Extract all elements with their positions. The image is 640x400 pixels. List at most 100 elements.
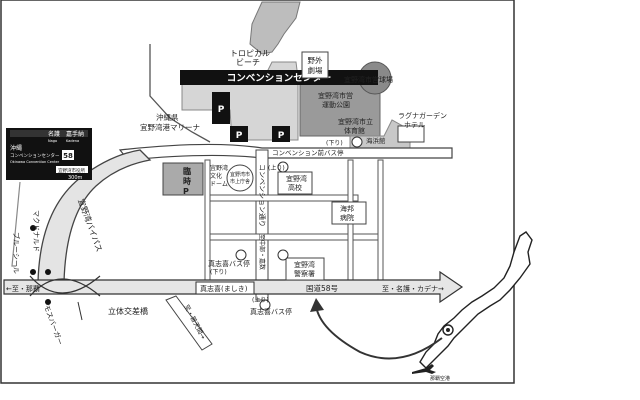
sign-pointer <box>11 181 21 267</box>
label-tropical-1: トロピカル <box>230 49 270 58</box>
label-conv-st-sub: 至中部・嘉数 <box>258 234 266 270</box>
interchange-pointer <box>77 301 83 321</box>
parking-1-label: P <box>218 105 225 115</box>
grid-road-v3 <box>377 159 384 283</box>
label-mashiki-up-dir: (上り) <box>252 296 269 304</box>
sign-left-en: Okinawa Convention Center <box>10 160 60 164</box>
police-box <box>285 257 325 281</box>
open-theater-label-1: 野外 <box>308 55 323 65</box>
label-to-naha: ←至・那覇 <box>6 285 40 293</box>
label-tropical-2: ビーチ <box>236 58 260 67</box>
label-culture-3: ドーム <box>210 181 228 188</box>
sign-top-2: 嘉手納 <box>66 130 84 138</box>
label-police-1: 宜野湾 <box>294 260 315 269</box>
label-culture-1: 宜野湾 <box>210 164 228 172</box>
parking-3 <box>272 126 290 142</box>
bus-stop-mashiki-up <box>259 299 271 311</box>
sign-top-1-en: Nago <box>48 139 57 143</box>
sign-route-badge <box>62 150 74 160</box>
label-police-2: 警察署 <box>294 269 315 278</box>
label-laguna-1: ラグナガーデン <box>398 111 447 120</box>
open-theater-box <box>301 51 329 79</box>
hospital-box <box>331 201 367 225</box>
label-kaihin: 海浜館 <box>366 136 386 145</box>
label-interchange: 立体交差橋 <box>108 306 148 316</box>
coastline <box>149 44 211 143</box>
label-temp-parking-3: P <box>183 187 189 196</box>
label-bus-conv: コンベンション前バス停 <box>272 148 344 157</box>
sign-bottom: 宜野湾市役所 <box>58 167 85 174</box>
sign-route: 58 <box>63 152 73 160</box>
label-laguna-2: ホテル <box>404 121 425 129</box>
parking-2-label: P <box>236 131 243 141</box>
sign-bottom-strip <box>56 166 88 173</box>
futenma-road <box>165 295 213 351</box>
bus-stop-mashiki-down <box>235 249 247 261</box>
shop-dot-4 <box>45 299 51 305</box>
road-sign: 名護 嘉手納 Nago Kadena 沖縄 コンベンションセンター Okinaw… <box>6 128 92 181</box>
label-culture-2: 文化 <box>210 172 222 180</box>
city-hall-circle <box>226 164 254 192</box>
sign-top-2-en: Kadena <box>66 139 79 143</box>
label-gym-1: 宜野湾市立 <box>338 117 373 126</box>
school-box <box>277 171 313 195</box>
parking-3-label: P <box>278 131 285 141</box>
interchange-curve-2 <box>29 275 101 294</box>
label-route58: 国道58号 <box>306 283 338 293</box>
convention-street <box>255 149 269 301</box>
shop-dot-3 <box>30 225 36 231</box>
label-park-1: 宜野湾市営 <box>318 91 353 100</box>
label-bus-conv-up: (上り) <box>268 164 285 172</box>
label-city-hall-1: 宜野湾市 <box>230 171 250 178</box>
label-ballpark: 宜野湾市営球場 <box>344 75 393 84</box>
label-marina-1: 沖縄県 <box>156 112 179 122</box>
label-mashiki-down-dir: (下り) <box>210 269 227 276</box>
tropical-beach-area <box>249 1 301 55</box>
coastal-road <box>118 143 453 161</box>
location-arrow-head <box>310 298 324 312</box>
grid-road-2 <box>207 233 381 241</box>
label-school-2: 高校 <box>288 183 302 192</box>
label-bus-conv-down: (下り) <box>326 140 343 147</box>
label-mcdonalds: マクドナルド <box>32 210 40 252</box>
location-marker-dot <box>446 328 450 332</box>
label-convention-street: コンベンション通り <box>258 164 267 227</box>
label-park-2: 運動公園 <box>322 100 350 109</box>
label-temp-parking-1: 臨 <box>183 166 191 176</box>
bus-stop-mashiki-up-n <box>277 249 289 261</box>
grid-road-1 <box>207 194 359 202</box>
label-temp-parking-2: 時 <box>183 176 191 186</box>
label-to-nago: 至・名護・カデナ→ <box>382 284 444 293</box>
label-blue-seal: ブルーシール <box>12 232 21 274</box>
sign-top-1: 名護 <box>48 130 60 138</box>
label-hospital-2: 病院 <box>340 213 354 222</box>
open-theater-label-2: 劇場 <box>308 65 323 75</box>
label-hospital-1: 海邦 <box>340 204 354 213</box>
shop-dot-1 <box>30 269 36 275</box>
label-gym-2: 体育館 <box>344 126 365 135</box>
mashiki-sign-box <box>195 281 255 295</box>
label-mashiki-down: 真志喜バス停 <box>208 259 250 268</box>
location-arrow <box>315 305 443 360</box>
bus-stop-conv-down <box>351 136 363 148</box>
sign-dist: 300m <box>68 175 83 181</box>
parking-1 <box>212 92 230 124</box>
label-airport: 那覇空港 <box>430 375 450 382</box>
bus-stop-conv-up <box>277 161 289 173</box>
ginowan-bypass <box>37 149 152 283</box>
interchange-curve-1 <box>29 278 101 297</box>
temp-parking-box <box>162 162 204 196</box>
sign-left-2: コンベンションセンター <box>10 152 60 159</box>
sign-left-1: 沖縄 <box>10 144 22 152</box>
airplane-icon <box>412 364 436 374</box>
label-marina-2: 宜野湾港マリーナ <box>140 122 200 132</box>
parking-2 <box>230 126 248 142</box>
label-city-hall-2: 市上庁舎 <box>230 178 250 185</box>
label-mashiki-up: 真志喜バス停 <box>250 307 292 316</box>
road-sign-top-strip <box>10 130 88 137</box>
shop-dot-2 <box>45 269 51 275</box>
laguna-hotel-box <box>397 125 425 143</box>
label-school-1: 宜野湾 <box>286 174 307 183</box>
label-mashiki-sign: 真志喜(ましき) <box>200 284 248 293</box>
